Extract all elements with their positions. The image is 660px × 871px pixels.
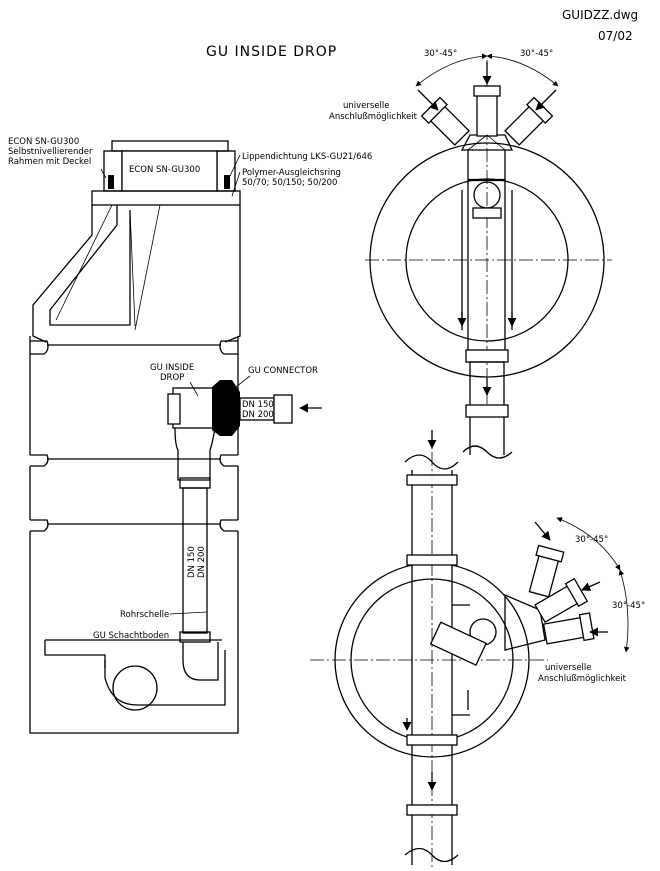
seal-leader — [227, 154, 241, 181]
inlet2-b-socket — [564, 577, 589, 608]
note1-line1: universelle — [343, 101, 390, 111]
note2-line2: Anschlußmöglichkeit — [538, 674, 627, 684]
lip-seal-right — [224, 175, 230, 189]
channel-bench — [461, 190, 513, 330]
side-section-view: ECON SN-GU300 — [8, 137, 372, 734]
econ-cover — [121, 150, 218, 192]
cover-label: ECON SN-GU300 — [129, 165, 200, 175]
y-junction-detail — [467, 134, 506, 151]
base-channel-left — [44, 640, 106, 668]
connector-label: GU CONNECTOR — [248, 366, 318, 376]
drop-leader — [189, 381, 199, 397]
pipe2-socket-bottom — [406, 804, 458, 816]
drawing-filename: GUIDZZ.dwg — [562, 8, 638, 22]
ring-leader — [231, 171, 241, 197]
pipe-bottom-bend — [182, 642, 219, 681]
pipe2-break-top — [404, 454, 459, 470]
angle-arc-left — [415, 53, 488, 87]
inlet-socket — [273, 394, 293, 424]
adjustment-ring — [91, 190, 241, 206]
outlet-pipe-section — [112, 665, 158, 711]
outlet-pipe-cont — [469, 417, 505, 455]
drawing-title: GU INSIDE DROP — [206, 44, 337, 60]
channel-walls — [467, 150, 506, 355]
drop2-fitting — [429, 621, 487, 666]
frame-label-line2: Selbstnivellierender — [8, 147, 93, 157]
y-junction-2 — [504, 594, 546, 651]
joint-2 — [30, 454, 238, 467]
angle2-a-label: 30°-45° — [575, 535, 608, 545]
drop-label-line2: DROP — [160, 373, 184, 383]
angle-left-label: 30°-45° — [424, 49, 457, 59]
inflow2-arrow-b — [581, 581, 601, 591]
clamp-label: Rohrschelle — [120, 610, 169, 620]
base-label: GU Schachtboden — [93, 631, 169, 641]
inflow2-arrow-a — [534, 521, 551, 541]
angle-arc-right — [486, 53, 559, 87]
angle2-arc-a — [556, 517, 621, 571]
through-pipe — [411, 470, 453, 865]
inflow-arrow-left — [417, 89, 439, 111]
ring-label-line2: 50/70; 50/150; 50/200 — [242, 178, 337, 188]
connector-flange-left — [167, 393, 181, 425]
seal-label: Lippendichtung LKS-GU21/646 — [242, 152, 372, 162]
vertical-inlet-socket — [473, 85, 501, 97]
joint-1-left — [30, 340, 49, 355]
pipe2-break-bottom — [404, 847, 459, 863]
gu-connector — [212, 380, 240, 436]
drop-pipe — [182, 487, 208, 634]
note2-line1: universelle — [545, 663, 592, 673]
ring-1-walls — [29, 336, 239, 455]
joint-1-right — [219, 340, 238, 355]
pipe2-socket-mid — [406, 554, 458, 566]
y-junction — [460, 134, 514, 151]
frame-label-line3: Rahmen mit Deckel — [8, 157, 91, 167]
pipe-break — [462, 445, 513, 459]
joint-3 — [30, 519, 238, 532]
inlet-dn-200: DN 200 — [242, 410, 274, 420]
bench-lines — [452, 604, 470, 716]
cone-hatch — [55, 204, 161, 331]
pipe2-socket-top — [406, 474, 458, 486]
outlet-socket — [465, 404, 509, 418]
pipe2-socket-low — [406, 734, 458, 746]
frame-label-line1: ECON SN-GU300 — [8, 137, 79, 147]
drop-bend — [174, 427, 216, 481]
shaft-cone-outer — [32, 205, 241, 343]
base-walls — [29, 531, 239, 734]
ring-label-line1: Polymer-Ausgleichsring — [242, 168, 341, 178]
angle2-b-label: 30°-45° — [612, 601, 645, 611]
drop-label-line1: GU INSIDE — [150, 363, 194, 373]
base-channel — [104, 650, 226, 706]
frame-top — [111, 140, 229, 152]
angle-right-label: 30°-45° — [520, 49, 553, 59]
clamp-leader — [169, 611, 208, 615]
lip-seal-left — [108, 175, 114, 189]
shaft-cone-inner — [49, 205, 131, 326]
frame-leader — [100, 168, 107, 179]
drawing-date: 07/02 — [598, 29, 633, 43]
top-view-upper: 30°-45° 30°-45° universelle Anschlußmögl… — [329, 49, 612, 459]
ring-2-walls — [29, 466, 239, 520]
inlet-dn-150: DN 150 — [242, 400, 274, 410]
connector-leader — [231, 375, 251, 391]
top-view-lower: 30°-45° 30°-45° universelle Anschlußmögl… — [310, 430, 645, 868]
pipe-dn-200: DN 200 — [197, 546, 207, 578]
angle2-arc-b — [618, 569, 630, 653]
channel-outlet-socket — [465, 349, 509, 363]
inflow-arrow-right — [535, 89, 557, 111]
pipe-dn-150: DN 150 — [187, 546, 197, 578]
note1-line2: Anschlußmöglichkeit — [329, 112, 418, 122]
drop-clamp-plan — [472, 207, 502, 219]
pipe-socket-2 — [179, 631, 211, 643]
